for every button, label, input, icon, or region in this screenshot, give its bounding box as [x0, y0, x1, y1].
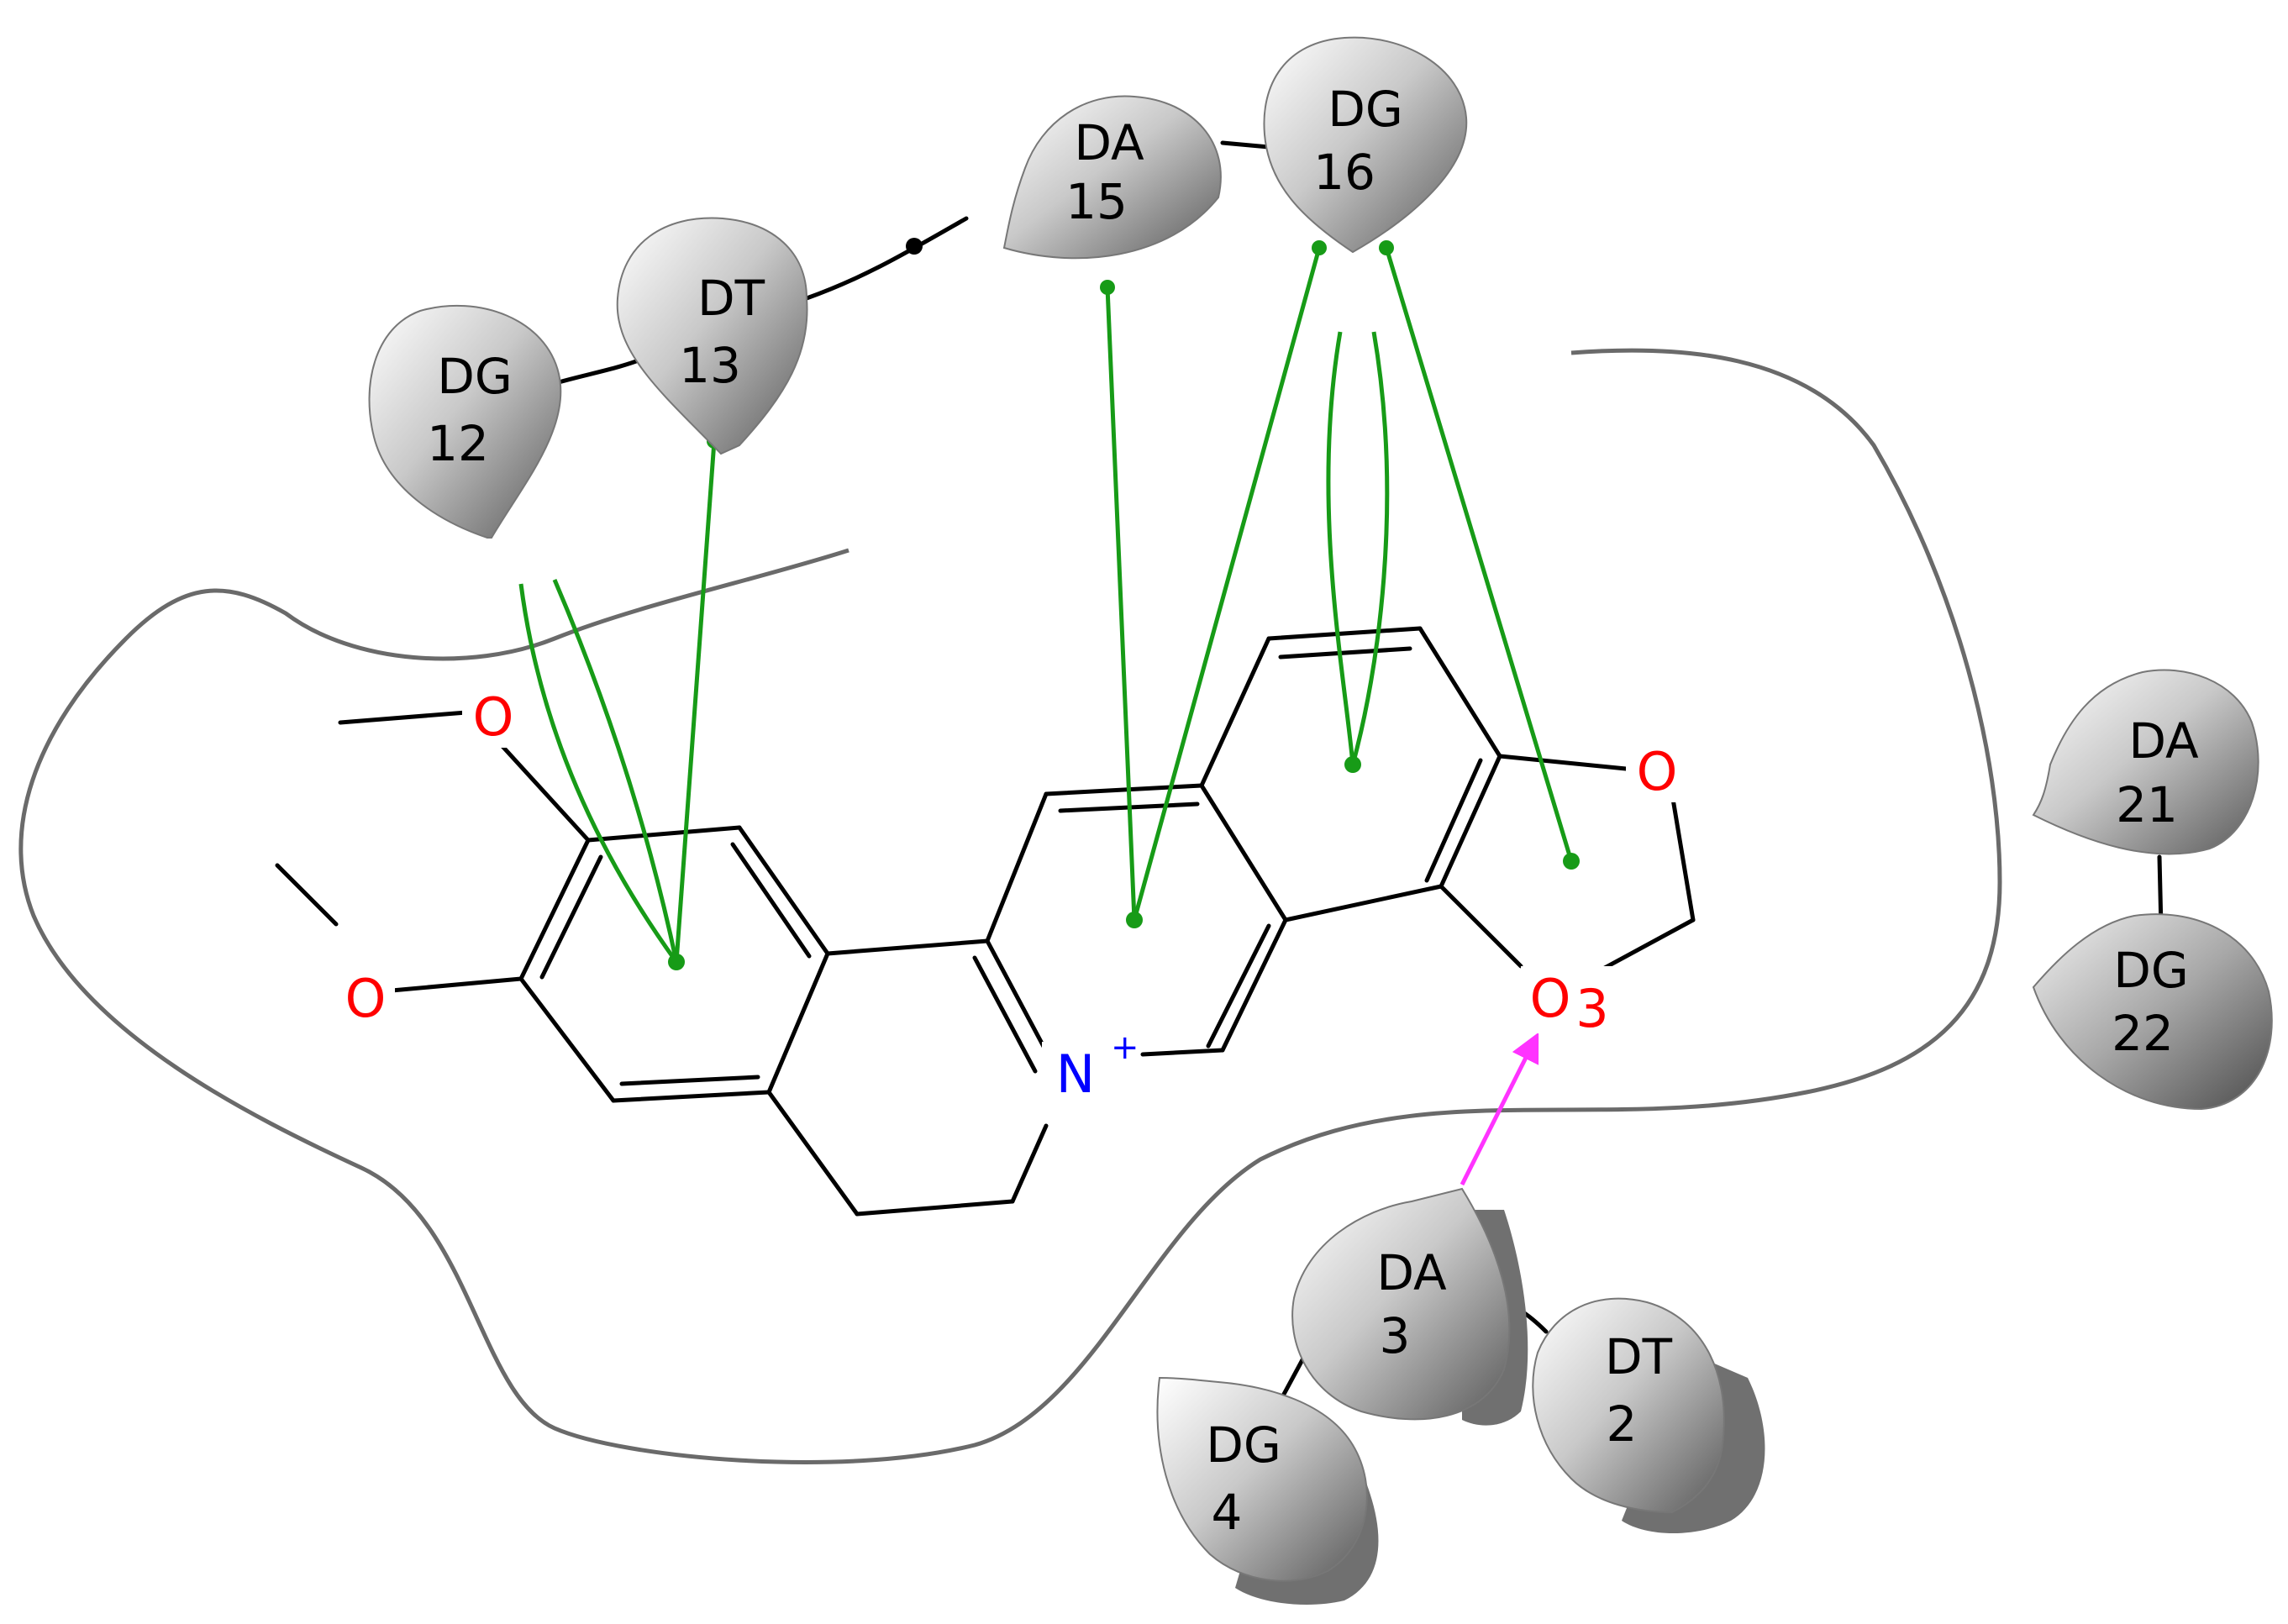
residue-dg4-number: 4 — [1212, 1484, 1243, 1541]
residue-dg12-name: DG — [437, 348, 513, 405]
backbone-dg12-dt13 — [556, 355, 650, 385]
residue-dg4[interactable]: DG 4 — [1156, 1376, 1379, 1605]
atom-o-dioxole-upper: O — [1637, 741, 1678, 802]
residue-dt13-name: DT — [697, 270, 765, 327]
residue-dg16[interactable]: DG 16 — [1263, 36, 1468, 254]
residue-dg22-name: DG — [2113, 942, 2189, 999]
residue-da3[interactable]: DA 3 — [1291, 1187, 1528, 1426]
residue-dg4-name: DG — [1206, 1416, 1281, 1474]
residue-dt2-name: DT — [1605, 1328, 1673, 1385]
pi-stacking-interactions — [518, 240, 1580, 970]
residue-da15[interactable]: DA 15 — [1002, 95, 1222, 260]
atom-o-left-methoxy: O — [345, 968, 387, 1029]
atom-n-plus: N — [1056, 1043, 1095, 1105]
residue-dt13-number: 13 — [679, 337, 741, 394]
residue-dt13[interactable]: DT 13 — [616, 217, 808, 455]
residue-dg22[interactable]: DG 22 — [2032, 913, 2273, 1111]
residue-dg16-name: DG — [1328, 81, 1403, 138]
atom-o-top-methoxy: O — [473, 686, 514, 748]
residue-da3-number: 3 — [1380, 1307, 1411, 1364]
residue-dt2[interactable]: DT 2 — [1532, 1297, 1765, 1533]
residue-dg16-number: 16 — [1313, 144, 1375, 201]
hbond-da3-o3 — [1460, 1032, 1539, 1186]
residue-dg22-number: 22 — [2112, 1005, 2174, 1062]
residue-da15-name: DA — [1074, 114, 1144, 171]
backbone-da15-dg16 — [1220, 140, 1271, 150]
pi-stack-dg16-d — [1350, 331, 1390, 765]
binding-pocket-outline — [18, 348, 2002, 1464]
residue-da15-number: 15 — [1065, 173, 1128, 230]
pi-stack-dg16-a — [1132, 247, 1322, 921]
ligand-bonds — [275, 626, 1696, 1217]
residue-da3-name: DA — [1376, 1244, 1447, 1301]
atom-o-dioxole-lower: O — [1530, 968, 1571, 1029]
residue-dg12-number: 12 — [427, 415, 489, 472]
backbone-dt13-da15 — [804, 216, 969, 301]
pi-stack-dg16-c — [1326, 331, 1355, 765]
residue-da21-name: DA — [2128, 712, 2199, 770]
atom-o-dioxole-lower-index: 3 — [1575, 978, 1608, 1039]
residue-da21[interactable]: DA 21 — [2032, 669, 2259, 855]
atom-n-charge: + — [1111, 1028, 1139, 1067]
residue-dt2-number: 2 — [1607, 1395, 1638, 1453]
pi-stack-dg12 — [518, 583, 679, 964]
backbone-phosphate-node — [906, 238, 923, 255]
residue-da21-number: 21 — [2116, 776, 2178, 833]
residue-dg12[interactable]: DG 12 — [368, 304, 562, 539]
pi-stack-dg16-b — [1384, 247, 1574, 862]
pi-stack-dt13 — [674, 440, 717, 963]
atom-labels: O O N + O O 3 — [336, 685, 1689, 1109]
pi-stack-da15 — [1105, 286, 1137, 921]
